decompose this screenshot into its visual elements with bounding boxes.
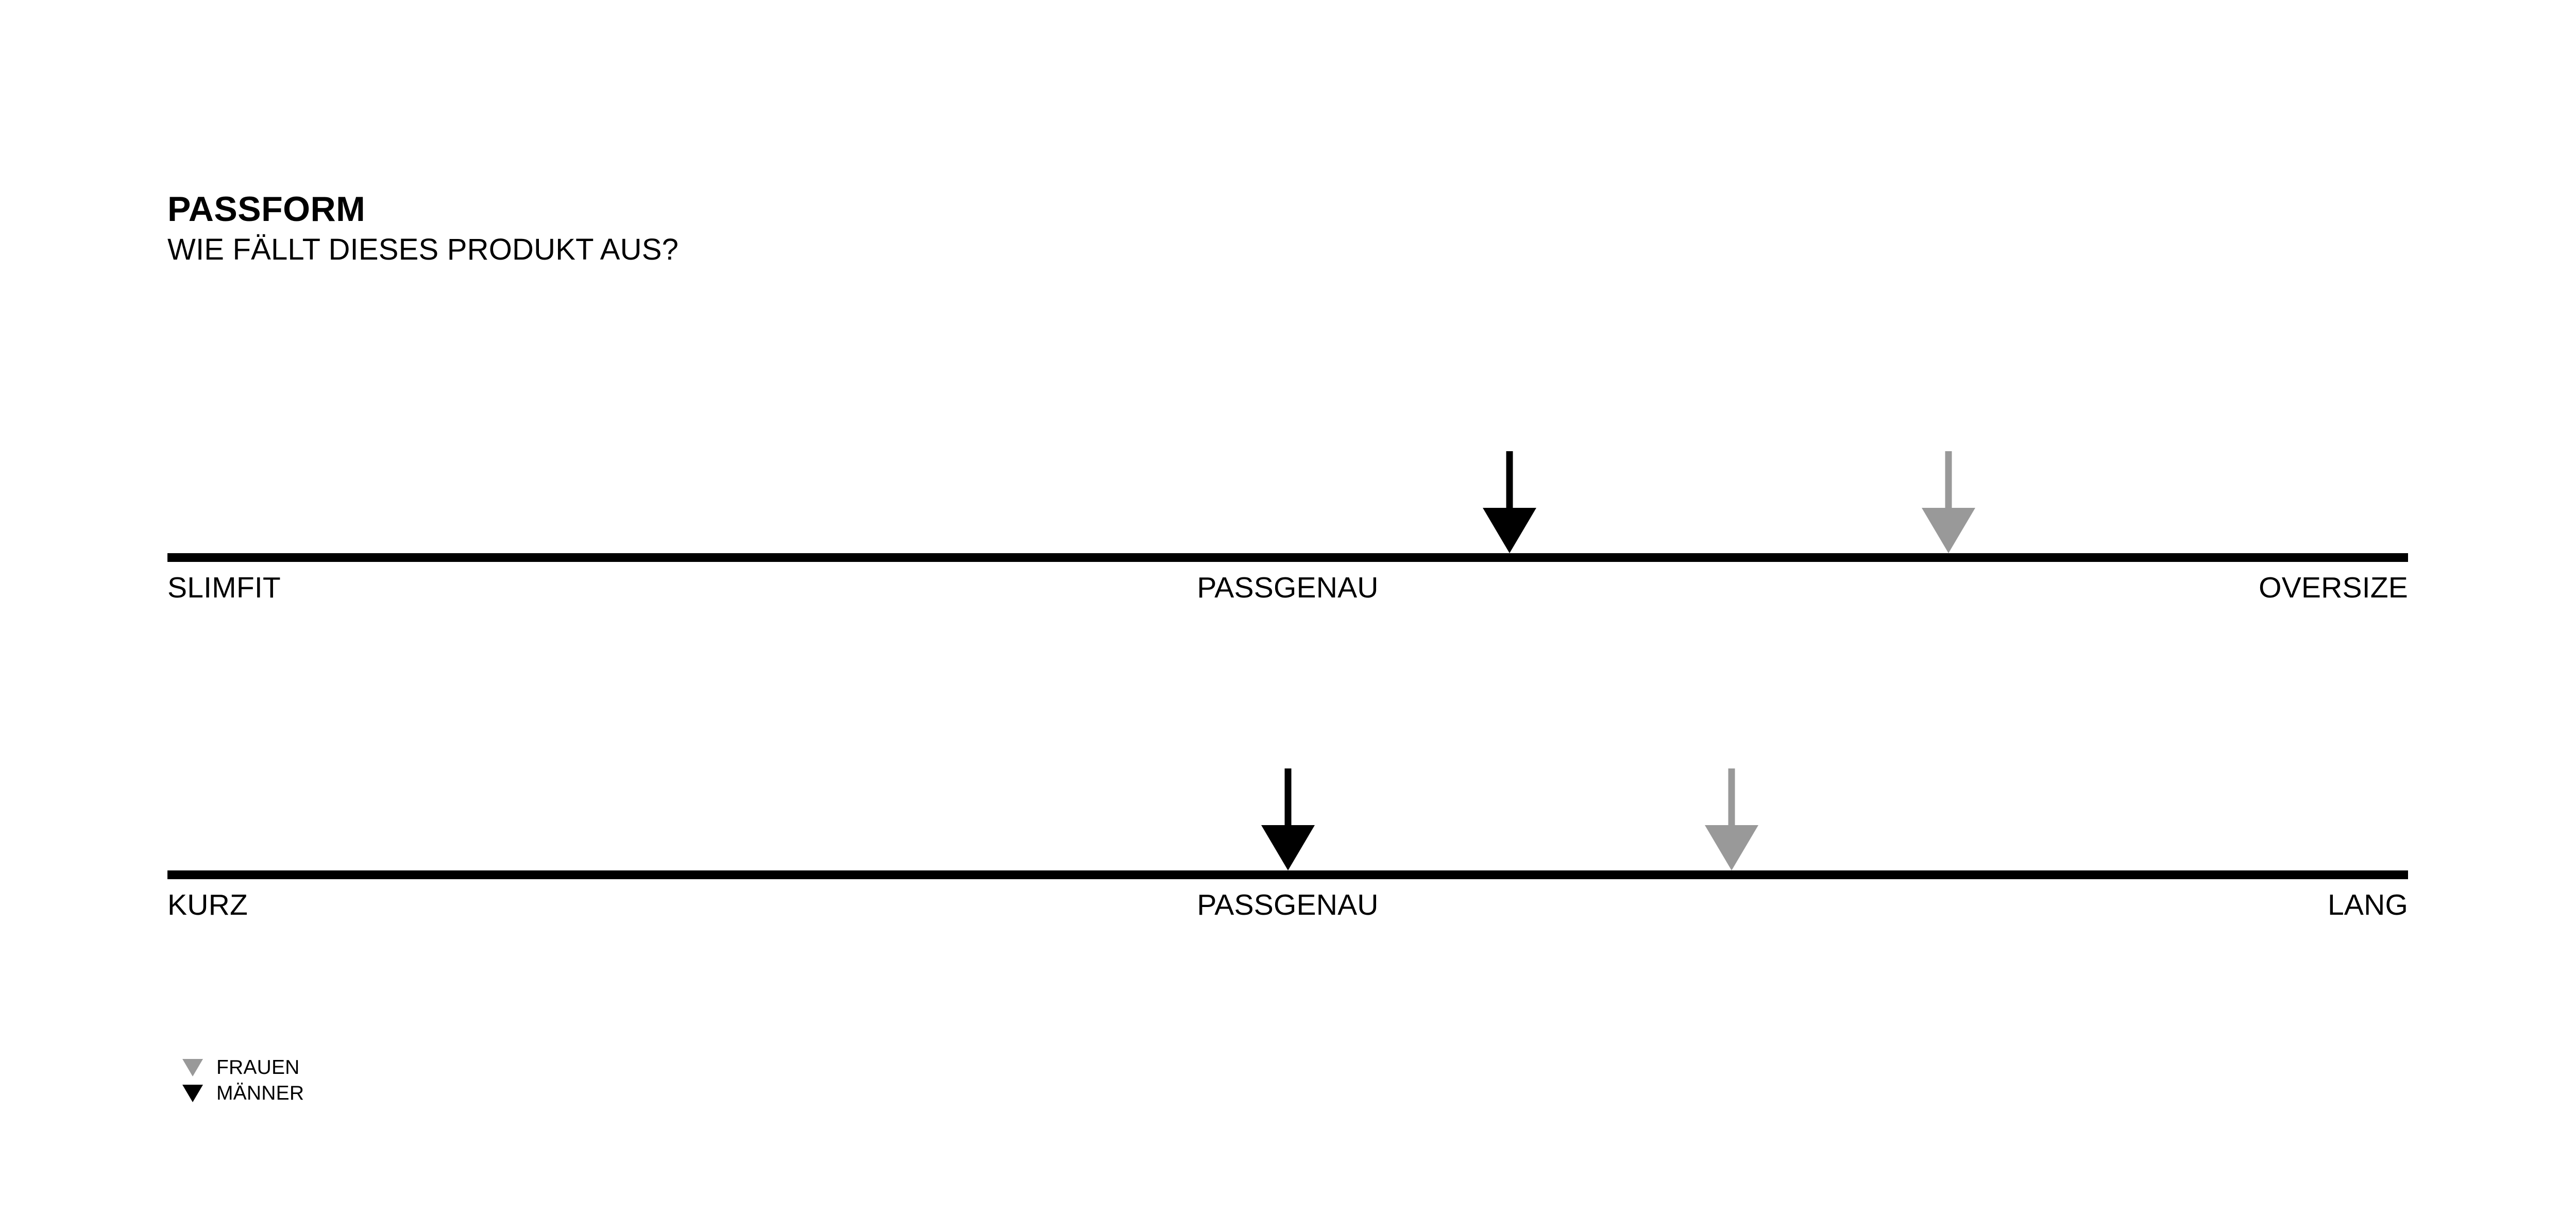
marker-fit-women	[1922, 451, 1976, 553]
scale-fit: SLIMFIT PASSGENAU OVERSIZE	[167, 422, 2408, 604]
page-subtitle: WIE FÄLLT DIESES PRODUKT AUS?	[167, 233, 679, 267]
scale-fit-track	[167, 422, 2408, 553]
scale-length-label-mid: PASSGENAU	[1197, 888, 1379, 921]
scale-length: KURZ PASSGENAU LANG	[167, 740, 2408, 921]
scale-fit-labels: SLIMFIT PASSGENAU OVERSIZE	[167, 571, 2408, 605]
down-arrow-icon-head	[1483, 508, 1537, 553]
triangle-down-icon	[181, 1082, 204, 1105]
marker-length-women	[1704, 768, 1758, 870]
scale-length-label-right: LANG	[2327, 888, 2408, 921]
down-arrow-icon-head	[1704, 825, 1758, 870]
marker-length-men	[1261, 768, 1315, 870]
down-arrow-icon-head	[1261, 825, 1315, 870]
legend-label-men: MÄNNER	[216, 1082, 304, 1104]
scale-fit-rule	[167, 553, 2408, 562]
down-arrow-icon-head	[1922, 508, 1976, 553]
down-arrow-icon-stem	[1945, 451, 1952, 510]
down-arrow-icon-stem	[1728, 768, 1735, 828]
legend: FRAUEN MÄNNER	[181, 1055, 304, 1106]
legend-label-women: FRAUEN	[216, 1056, 300, 1079]
scale-fit-label-right: OVERSIZE	[2259, 571, 2408, 604]
fit-widget-header: PASSFORM WIE FÄLLT DIESES PRODUKT AUS?	[167, 190, 2434, 267]
legend-item-women: FRAUEN	[181, 1055, 304, 1081]
down-arrow-icon-stem	[1284, 768, 1291, 828]
legend-item-men: MÄNNER	[181, 1081, 304, 1106]
down-arrow-icon-stem	[1506, 451, 1513, 510]
page-title: PASSFORM	[167, 190, 366, 229]
triangle-down-icon	[181, 1056, 204, 1079]
scale-length-track	[167, 740, 2408, 870]
marker-fit-men	[1483, 451, 1537, 553]
scale-fit-label-mid: PASSGENAU	[1197, 571, 1379, 604]
scale-length-rule	[167, 870, 2408, 879]
scale-length-label-left: KURZ	[167, 888, 248, 921]
scale-length-labels: KURZ PASSGENAU LANG	[167, 888, 2408, 922]
scale-fit-label-left: SLIMFIT	[167, 571, 281, 604]
